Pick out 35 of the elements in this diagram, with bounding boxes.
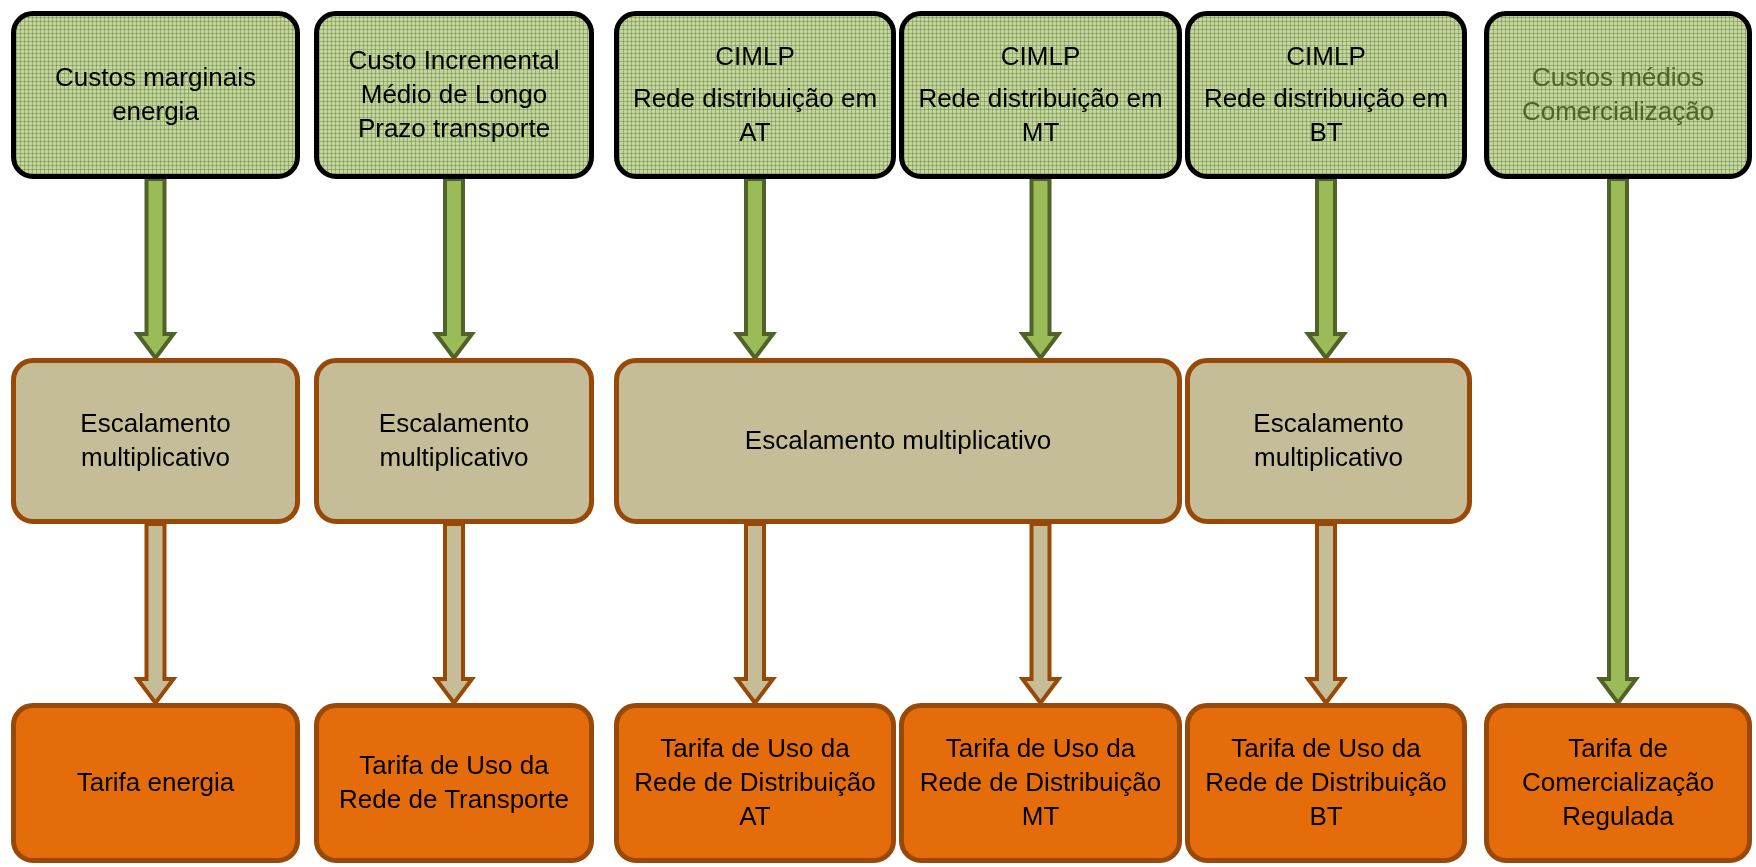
box-text: Escalamento multiplicativo	[79, 407, 232, 474]
cost-box	[1185, 11, 1467, 179]
cost-box	[1484, 11, 1752, 179]
tariff-box	[899, 703, 1182, 863]
process-box	[11, 358, 300, 524]
box-text: Rede distribuição em MT	[917, 82, 1164, 149]
box-text: CIMLP	[715, 40, 795, 74]
box-text: Custos médios Comercialização	[1520, 61, 1716, 128]
box-text: Rede distribuição em BT	[1202, 82, 1450, 149]
cost-box	[614, 11, 896, 179]
tariff-box	[11, 703, 300, 863]
tariff-box	[614, 703, 896, 863]
tariff-box	[1185, 703, 1467, 863]
box-text: CIMLP	[1286, 40, 1366, 74]
box-text: Escalamento multiplicativo	[1252, 407, 1405, 474]
tariff-box	[314, 703, 594, 863]
cost-box	[11, 11, 300, 179]
box-text: Tarifa de Uso da Rede de Distribuição BT	[1204, 732, 1448, 833]
box-text: Tarifa de Comercialização Regulada	[1520, 732, 1716, 833]
box-text: Rede distribuição em AT	[631, 82, 879, 149]
process-box	[314, 358, 594, 524]
box-text: Tarifa de Uso da Rede de Distribuição AT	[633, 732, 877, 833]
box-text: Custos marginais energia	[54, 61, 257, 128]
box-text: Custo Incremental Médio de Longo Prazo transporte	[347, 44, 561, 145]
process-box	[1185, 358, 1472, 524]
tariff-box	[1484, 703, 1752, 863]
box-text: Escalamento multiplicativo	[744, 424, 1052, 458]
cost-box	[314, 11, 594, 179]
process-box	[614, 358, 1182, 524]
box-text: Tarifa de Uso da Rede de Distribuição MT	[918, 732, 1163, 833]
box-text: Tarifa de Uso da Rede de Transporte	[338, 749, 570, 816]
box-text: Escalamento multiplicativo	[377, 407, 531, 474]
box-text: Tarifa energia	[76, 766, 235, 800]
box-text: CIMLP	[1000, 40, 1081, 74]
cost-box	[899, 11, 1182, 179]
